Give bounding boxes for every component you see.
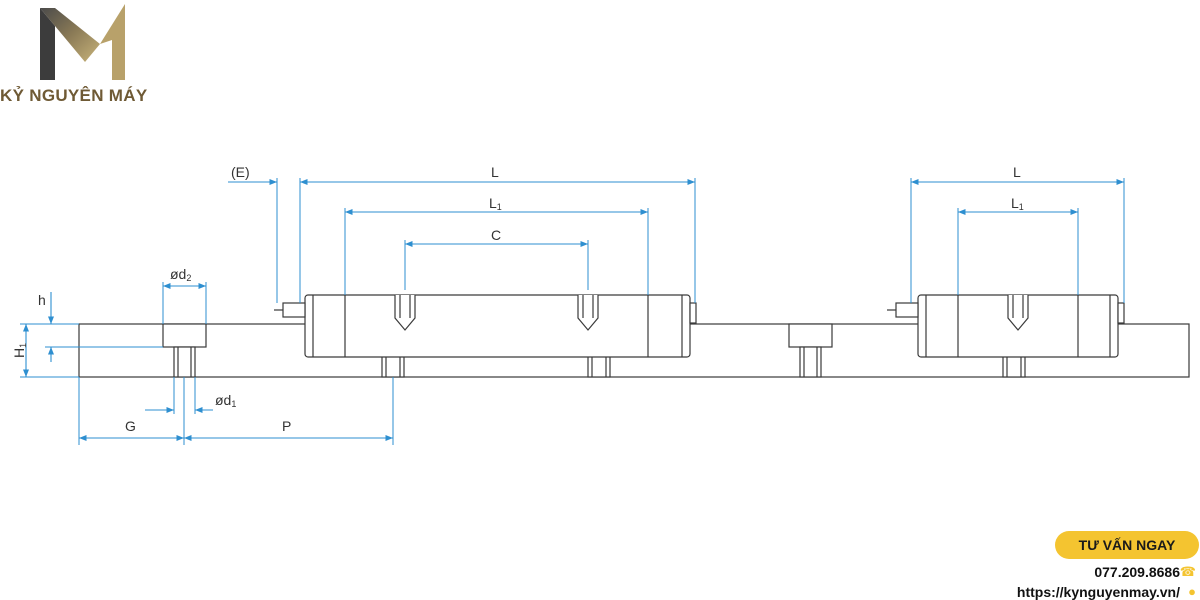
dimension-labels: (E) L L1 C L L1 ød2 h H1 ød1 G P [11, 164, 1024, 434]
location-pin-icon: ● [1188, 584, 1196, 599]
logo-mark-left [40, 8, 55, 80]
label-L-left: L [491, 164, 499, 180]
consult-now-button[interactable]: TƯ VẤN NGAY [1055, 531, 1199, 559]
brand-name: KỶ NGUYÊN MÁY [0, 86, 148, 105]
phone-text: 077.209.8686 [1094, 564, 1180, 580]
rail-hole-3 [587, 354, 611, 378]
label-d1: ød1 [215, 392, 236, 409]
rail-hole-1 [162, 323, 207, 378]
label-L1-left: L1 [489, 195, 502, 212]
logo-mark-right [100, 4, 125, 80]
carriage-left [274, 294, 697, 358]
label-E: (E) [231, 164, 250, 180]
carriage-right-hole [1007, 295, 1029, 331]
label-L-right: L [1013, 164, 1021, 180]
extension-lines [20, 178, 1125, 445]
dimension-lines [22, 178, 1124, 442]
label-h: h [38, 292, 46, 308]
rail-hole-4 [788, 323, 833, 378]
rail-hole-5 [1002, 354, 1026, 378]
rail-hole-2 [381, 354, 405, 378]
carriage-left-hole-2 [577, 295, 599, 331]
logo-mark-mid [40, 8, 100, 62]
label-L1-right: L1 [1011, 195, 1024, 212]
carriage-right [887, 294, 1125, 358]
phone-icon: ☎ [1179, 564, 1196, 579]
website-link[interactable]: https://kynguyenmay.vn/ [1016, 584, 1180, 600]
label-H1: H1 [11, 343, 28, 358]
label-G: G [125, 418, 136, 434]
label-P: P [282, 418, 291, 434]
brand-logo [40, 4, 125, 80]
phone-number[interactable]: 077.209.8686 [1094, 564, 1180, 580]
carriage-left-hole-1 [394, 295, 416, 331]
label-d2: ød2 [170, 266, 191, 283]
label-C: C [491, 227, 501, 243]
